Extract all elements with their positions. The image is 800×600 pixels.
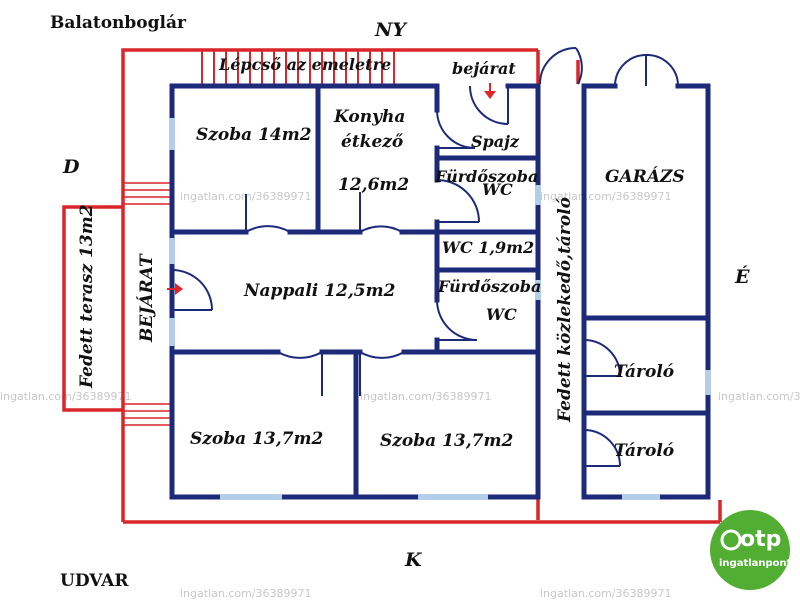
yard-label: UDVAR — [60, 571, 129, 591]
room-137-right-label: Szoba 13,7m2 — [380, 431, 513, 451]
bath-top-label-1: Fürdőszoba — [434, 167, 538, 186]
entrance-arrow-top — [484, 83, 496, 99]
watermark: ingatlan.com/36389971 — [718, 390, 800, 403]
doors — [171, 47, 679, 467]
logo-subtitle: ingatlanpont — [719, 558, 792, 569]
logo-ring-icon — [720, 529, 742, 551]
living-room-label: Nappali 12,5m2 — [243, 281, 396, 301]
room-14-label: Szoba 14m2 — [196, 125, 312, 145]
entrance-top-label: bejárat — [452, 59, 516, 78]
compass-ny: NY — [374, 19, 408, 41]
room-137-left-label: Szoba 13,7m2 — [190, 429, 323, 449]
compass-e: É — [734, 265, 750, 288]
bath-mid-label-2: WC — [486, 305, 517, 324]
watermark: ingatlan.com/36389971 — [0, 390, 132, 403]
wc-small-label: WC 1,9m2 — [442, 238, 534, 257]
kitchen-label-3: 12,6m2 — [338, 175, 409, 195]
bath-top-label-2: WC — [482, 180, 513, 199]
watermark-layer: ingatlan.com/36389971 ingatlan.com/36389… — [0, 190, 800, 600]
terrace-label: Fedett terasz 13m2 — [77, 204, 97, 389]
compass-d: D — [62, 156, 80, 178]
terrace-steps — [123, 182, 172, 426]
location-label: Balatonboglár — [50, 13, 187, 33]
pantry-label: Spajz — [471, 132, 520, 151]
kitchen-label-1: Konyha — [333, 107, 405, 127]
compass-k: K — [404, 549, 423, 571]
windows — [169, 118, 711, 500]
watermark: ingatlan.com/36389971 — [180, 587, 312, 600]
storage-1-label: Tároló — [614, 362, 674, 382]
watermark: ingatlan.com/36389971 — [540, 190, 672, 203]
corridor-label: Fedett közlekedő,tároló — [555, 197, 575, 423]
side-entrance-label: BEJÁRAT — [136, 253, 157, 343]
garage-label: GARÁZS — [605, 166, 685, 187]
storage-2-label: Tároló — [614, 441, 674, 461]
watermark: ingatlan.com/36389971 — [540, 587, 672, 600]
stairs-label: Lépcső az emeletre — [218, 55, 391, 74]
otp-logo: otp ingatlanpont — [710, 510, 792, 590]
logo-brand: otp — [740, 527, 781, 552]
entrance-arrow-side — [167, 283, 183, 295]
watermark: ingatlan.com/36389971 — [360, 390, 492, 403]
kitchen-label-2: étkező — [341, 132, 404, 152]
bath-mid-label-1: Fürdőszoba — [437, 277, 541, 296]
stairs — [201, 50, 395, 84]
